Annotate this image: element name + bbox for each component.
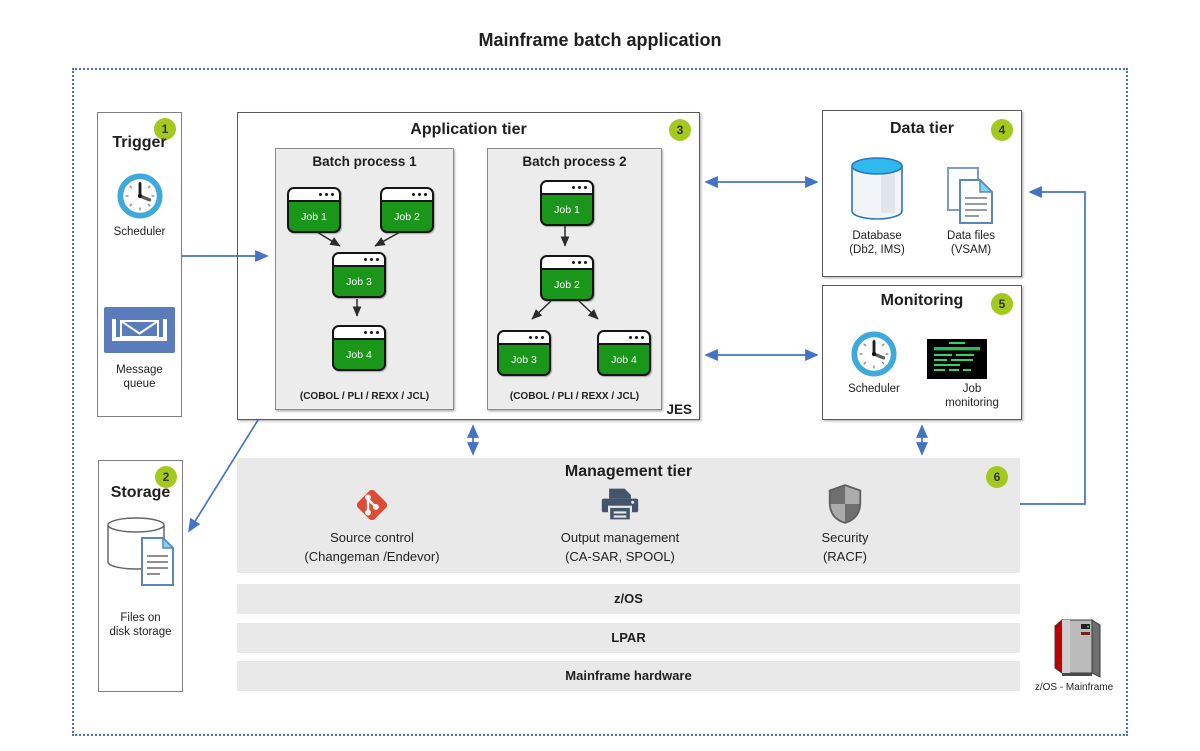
- scheduler-label: Scheduler: [113, 226, 166, 238]
- terminal-screen-icon: [927, 339, 987, 379]
- monitoring-clock-icon: [851, 331, 897, 377]
- source-control-sublabel: (Changeman /Endevor): [304, 548, 440, 564]
- page-title: Mainframe batch application: [478, 30, 722, 50]
- git-icon: [356, 489, 388, 521]
- job-label: Job 4: [346, 348, 372, 361]
- batch-process-1-box: Batch process 1 Job 1 Job 2 Job 3 Job 4 …: [275, 148, 454, 410]
- bp2-job-3: Job 3: [497, 330, 551, 376]
- message-queue-label: Message queue: [116, 364, 163, 391]
- data-tier-title: Data tier: [889, 120, 955, 137]
- file-icon: [141, 537, 174, 586]
- monitoring-scheduler-label: Scheduler: [848, 383, 900, 395]
- step-badge-6: 6: [986, 466, 1008, 488]
- monitoring-box: Monitoring 5 Scheduler: [822, 285, 1022, 420]
- database-cylinder-icon: [851, 157, 903, 220]
- bp1-languages-caption: (COBOL / PLI / REXX / JCL): [299, 391, 430, 402]
- output-management-sublabel: (CA-SAR, SPOOL): [565, 548, 675, 564]
- job-monitoring-label: Job monitoring: [945, 383, 999, 410]
- management-tier-title: Management tier: [564, 463, 693, 480]
- scheduler-clock-icon: [117, 173, 163, 219]
- storage-title: Storage: [110, 484, 171, 501]
- database-label: Database (Db2, IMS): [849, 230, 905, 257]
- bp2-job-1: Job 1: [540, 180, 594, 226]
- job-label: Job 2: [554, 278, 580, 291]
- bp1-job-2: Job 2: [380, 187, 434, 233]
- monitoring-title: Monitoring: [880, 292, 964, 309]
- job-label: Job 1: [301, 210, 327, 223]
- job-window-titlebar: [542, 257, 592, 270]
- job-window-titlebar: [289, 189, 339, 202]
- trigger-box: 1 Trigger Scheduler Message queue: [97, 112, 182, 417]
- bp1-job-3: Job 3: [332, 252, 386, 298]
- application-tier-title: Application tier: [410, 121, 527, 138]
- job-window-titlebar: [599, 332, 649, 345]
- jes-label: JES: [666, 402, 692, 417]
- step-badge-5: 5: [991, 293, 1013, 315]
- step-badge-4: 4: [991, 119, 1013, 141]
- batch-process-2-box: Batch process 2 Job 1 Job 2 Job 3 Job 4 …: [487, 148, 662, 410]
- job-window-titlebar: [499, 332, 549, 345]
- job-window-titlebar: [542, 182, 592, 195]
- bp2-languages-caption: (COBOL / PLI / REXX / JCL): [509, 391, 640, 402]
- security-item: Security (RACF): [735, 484, 955, 567]
- storage-box: 2 Storage Files on disk storage: [98, 460, 183, 692]
- job-label: Job 2: [394, 210, 420, 223]
- trigger-title: Trigger: [112, 134, 167, 151]
- bp1-job-4: Job 4: [332, 325, 386, 371]
- bp1-job-1: Job 1: [287, 187, 341, 233]
- output-management-label: Output management: [560, 530, 680, 545]
- mainframe-server-icon: [1054, 618, 1101, 678]
- job-label: Job 3: [511, 353, 537, 366]
- security-label: Security: [821, 530, 869, 545]
- output-management-item: Output management (CA-SAR, SPOOL): [510, 486, 730, 567]
- job-window-titlebar: [334, 254, 384, 267]
- lpar-layer-bar: LPAR: [237, 623, 1020, 653]
- data-files-label: Data files (VSAM): [947, 230, 995, 257]
- disk-files-label: Files on disk storage: [109, 612, 172, 639]
- hardware-layer-bar: Mainframe hardware: [237, 661, 1020, 691]
- diagram-boundary: [72, 68, 1128, 736]
- job-label: Job 1: [554, 203, 580, 216]
- bp2-job-4: Job 4: [597, 330, 651, 376]
- bp2-job-2: Job 2: [540, 255, 594, 301]
- printer-icon: [601, 488, 639, 522]
- job-label: Job 4: [611, 353, 637, 366]
- step-badge-1: 1: [154, 118, 176, 140]
- management-tier-box: Management tier 6 Source control (Change…: [237, 458, 1020, 573]
- application-tier-box: Application tier 3 Batch process 1 Job 1…: [237, 112, 700, 420]
- data-tier-box: Data tier 4 Database (Db2, IMS) Data fil…: [822, 110, 1022, 277]
- batch-process-2-title: Batch process 2: [522, 154, 627, 169]
- message-queue-icon: [104, 307, 175, 353]
- step-badge-3: 3: [669, 119, 691, 141]
- job-window-titlebar: [334, 327, 384, 340]
- batch-process-1-title: Batch process 1: [312, 154, 417, 169]
- shield-icon: [828, 484, 862, 524]
- security-sublabel: (RACF): [822, 548, 868, 564]
- job-label: Job 3: [346, 275, 372, 288]
- source-control-item: Source control (Changeman /Endevor): [262, 486, 482, 567]
- source-control-label: Source control: [330, 530, 414, 545]
- data-files-icon: [947, 167, 993, 224]
- mainframe-label: z/OS - Mainframe: [1034, 682, 1114, 693]
- zos-layer-bar: z/OS: [237, 584, 1020, 614]
- job-window-titlebar: [382, 189, 432, 202]
- step-badge-2: 2: [155, 466, 177, 488]
